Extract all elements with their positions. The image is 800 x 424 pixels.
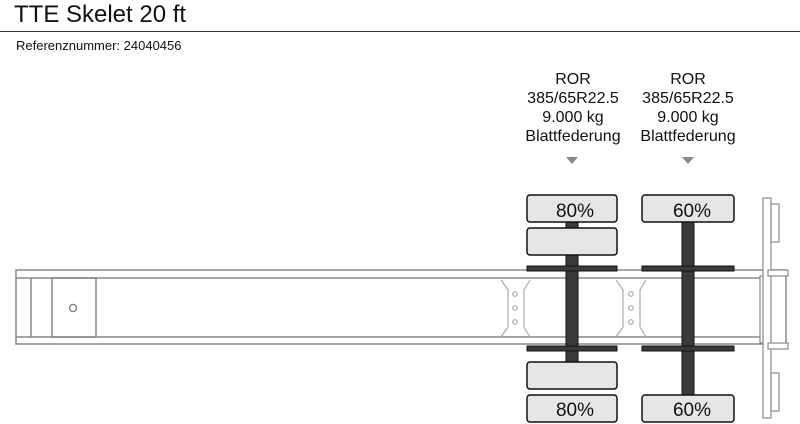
axle-2-shaft	[681, 221, 695, 396]
axle-1-pct-bottom: 80%	[556, 400, 594, 421]
axle-2-load: 9.000 kg	[657, 109, 719, 126]
axle-1-tire-inner-bottom	[526, 361, 618, 390]
reference-number: Referenznummer: 24040456	[16, 38, 182, 53]
axle-1-tire-outer-bottom	[526, 394, 618, 423]
axle-2-tire-top	[641, 194, 735, 223]
axle-1-load: 9.000 kg	[542, 109, 604, 126]
axle-2-tire-type: ROR	[670, 71, 706, 88]
axle-2-leaf-spring-top	[641, 265, 735, 272]
title-divider	[0, 31, 800, 32]
axle-2-leaf-spring-bottom	[641, 345, 735, 352]
axle-1-bracket	[500, 279, 531, 338]
axle-1-leaf-spring-bottom	[526, 345, 618, 352]
axle-1-tire-outer-top	[526, 194, 618, 223]
axle-1-tire-size: 385/65R22.5	[527, 90, 619, 107]
axle-1-info: ROR 385/65R22.5 9.000 kg Blattfederung	[513, 70, 633, 146]
rear-bumper	[759, 197, 789, 419]
axle-2-suspension: Blattfederung	[640, 128, 736, 145]
axle-1-leaf-spring-top	[526, 265, 618, 272]
axle-2-tire-size: 385/65R22.5	[642, 90, 734, 107]
page-title: TTE Skelet 20 ft	[14, 1, 187, 28]
axle-2-info: ROR 385/65R22.5 9.000 kg Blattfederung	[628, 70, 748, 146]
axle-2-pct-top: 60%	[673, 201, 711, 222]
axle-2: 60% 60%	[641, 194, 735, 423]
axle-2-tire-bottom	[641, 394, 735, 423]
axle-2-bracket	[615, 279, 647, 338]
axle-2-arrow-icon	[682, 157, 694, 164]
axle-1-tire-type: ROR	[555, 71, 591, 88]
axle-1-suspension: Blattfederung	[525, 128, 621, 145]
axle-1: 80% 80%	[526, 194, 618, 423]
chassis-frame	[15, 269, 787, 345]
axle-1-pct-top: 80%	[556, 201, 594, 222]
axle-1-arrow-icon	[566, 157, 578, 164]
axle-1-tire-inner-top	[526, 227, 618, 256]
axle-2-pct-bottom: 60%	[673, 400, 711, 421]
